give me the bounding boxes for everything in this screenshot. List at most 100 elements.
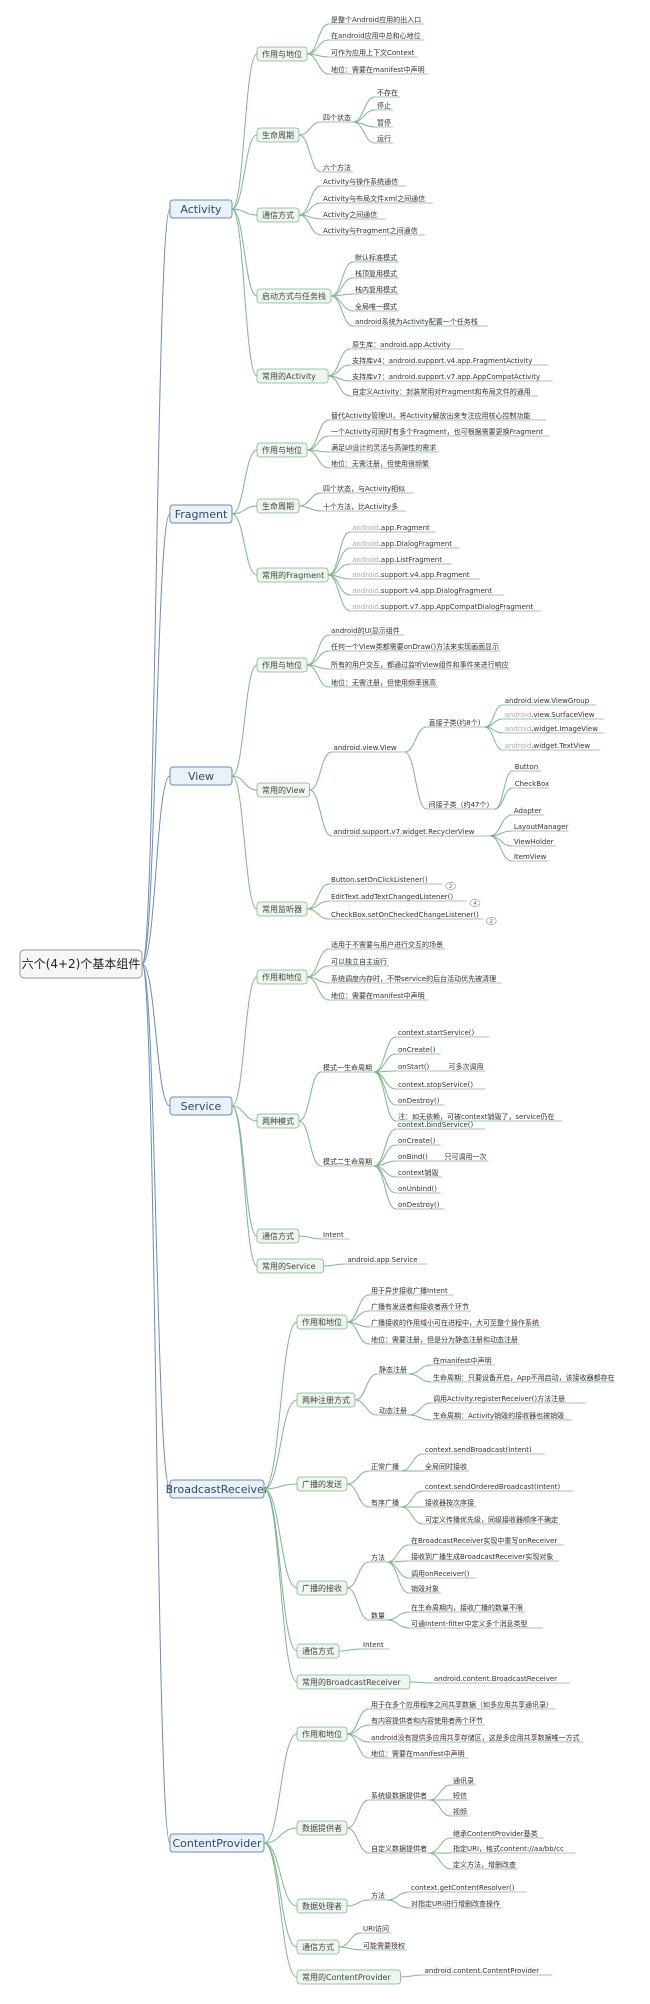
leaf-onbind: onBind() xyxy=(398,1153,428,1161)
connector xyxy=(231,134,258,210)
connector xyxy=(489,814,512,837)
branch-label: 启动方式与任务栈 xyxy=(262,291,326,301)
leaf-activity-registerreceiver: 调用Activity.registerReceiver()方法注册 xyxy=(433,1394,565,1403)
connector xyxy=(231,513,258,576)
connector xyxy=(328,375,351,397)
leaf-node: 视频 xyxy=(453,1807,467,1816)
connector xyxy=(400,1490,424,1508)
leaf-activity-fragment: Activity与Fragment之间通信 xyxy=(323,226,418,235)
connector xyxy=(352,121,376,144)
leaf-node: 模式一生命周期 xyxy=(323,1063,372,1072)
leaf-android-widget-imageview: android.widget.ImageView xyxy=(505,725,598,733)
leaf-node: 运行 xyxy=(377,134,391,143)
connector xyxy=(330,261,354,297)
leaf-oncreate: onCreate() xyxy=(398,1046,436,1054)
connector xyxy=(263,1733,298,1844)
branch-label: 常用的Service xyxy=(262,1261,316,1271)
branch-label: 两种注册方式 xyxy=(302,1395,350,1405)
leaf-android-content-contentprovider: android.content.ContentProvider xyxy=(425,1967,540,1975)
leaf-node: 系统级数据提供者 xyxy=(371,1791,427,1800)
leaf-broadcastreceiver: 接收到广播生成BroadcastReceiver实现对象 xyxy=(411,1552,553,1561)
leaf-activity: 生命周期：Activity销毁的接收器也被销毁 xyxy=(433,1411,564,1420)
leaf-node: 六个方法 xyxy=(323,163,351,172)
connector xyxy=(231,208,258,377)
connector xyxy=(298,505,322,512)
branch-label: 常用的ContentProvider xyxy=(302,1972,391,1982)
leaf-node: 有内容提供者和内容使用者两个环节 xyxy=(371,1716,483,1725)
connector xyxy=(400,1453,424,1472)
connector xyxy=(306,948,330,978)
root-label: 六个(4+2)个基本组件 xyxy=(22,957,141,971)
connector xyxy=(298,1120,322,1167)
connector xyxy=(231,53,258,210)
leaf-node: 可定义传播优先级，同级接收器顺序不确定 xyxy=(425,1515,558,1524)
leaf-android-support-v7-app-appcompatdialogfr: android.support.v7.app.AppCompatDialogFr… xyxy=(352,603,533,611)
connector xyxy=(231,976,258,1107)
connector xyxy=(231,208,258,297)
branch-label: 两种模式 xyxy=(262,1116,294,1126)
connector xyxy=(373,1071,397,1090)
connector xyxy=(484,704,503,728)
connector xyxy=(306,23,330,55)
connector xyxy=(263,1488,298,1652)
connector xyxy=(386,1619,410,1629)
count-badge-text: 2 xyxy=(490,919,493,925)
connector xyxy=(141,775,171,965)
leaf-node: 地位：无需注册，但使用很频繁 xyxy=(331,459,429,468)
connector xyxy=(330,295,354,327)
leaf-context-startservice: context.startService() xyxy=(398,1029,475,1037)
connector xyxy=(328,364,351,377)
leaf-node: 不存在 xyxy=(377,88,398,97)
connector xyxy=(352,96,376,123)
connector xyxy=(306,976,330,1001)
leaf-node: 暂停 xyxy=(377,118,391,127)
leaf-manifest: 在manifest中声明 xyxy=(433,1356,492,1365)
leaf-node: 适用于不需要与用户进行交互的场景 xyxy=(331,940,443,949)
leaf-viewholder: ViewHolder xyxy=(514,838,554,846)
leaf-context-sendorderedbroadcast-intent: context.sendOrderedBroadcast(Intent) xyxy=(425,1483,560,1491)
connector xyxy=(346,1310,370,1323)
connector xyxy=(231,449,258,515)
connector xyxy=(231,664,258,777)
leaf-android-app-listfragment: android.app.ListFragment xyxy=(352,556,442,564)
connector xyxy=(263,1483,298,1490)
leaf-android: 是整个Android应用的出入口 xyxy=(331,15,421,24)
connector xyxy=(263,1842,298,1978)
leaf-ondestroy: onDestroy() xyxy=(398,1097,440,1105)
branch-label: 常用的Fragment xyxy=(262,570,324,580)
branch-label: 作用和地位 xyxy=(302,1317,342,1327)
connector xyxy=(306,650,330,666)
leaf-android-app-fragment: android.app.Fragment xyxy=(352,524,430,532)
leaf-checkbox: CheckBox xyxy=(515,780,550,788)
leaf-note: 可多次调用 xyxy=(449,1062,484,1071)
leaf-onreceiver: 调用onReceiver() xyxy=(411,1569,470,1578)
connector xyxy=(328,348,351,377)
connector xyxy=(404,726,427,753)
connector xyxy=(346,1587,370,1621)
leaf-checkbox-setoncheckedchangelistener: CheckBox.setOnCheckedChangeListener() xyxy=(331,911,479,919)
topic-label: View xyxy=(188,770,214,783)
connector xyxy=(327,531,351,576)
leaf-android-app-dialogfragment: android.app.DialogFragment xyxy=(352,540,452,548)
leaf-activity: 十个方法，比Activity多 xyxy=(323,502,398,511)
connector xyxy=(231,775,258,910)
connector xyxy=(306,449,330,469)
leaf-intent: Intent xyxy=(323,1231,344,1239)
connector xyxy=(408,1364,432,1375)
branch-label: 常用的View xyxy=(262,785,305,795)
connector xyxy=(386,1561,410,1579)
connector xyxy=(330,295,354,312)
leaf-android-content-broadcastreceiver: android.content.BroadcastReceiver xyxy=(434,1675,557,1683)
leaf-edittext-addtextchangedlistener: EditText.addTextChangedListener() xyxy=(331,893,453,901)
connector xyxy=(263,1321,298,1490)
leaf-node: 静态注册 xyxy=(379,1365,407,1374)
branch-label: 作用与地位 xyxy=(262,660,302,670)
connector xyxy=(494,787,513,810)
leaf-node: 地位：需要注册，但是分为静态注册和动态注册 xyxy=(371,1335,518,1344)
leaf-node: 全局唯一模式 xyxy=(355,302,397,311)
connector xyxy=(306,435,330,451)
leaf-android-support-v4-app-dialogfragment: android.support.v4.app.DialogFragment xyxy=(352,587,492,595)
leaf-node: 自定义数据提供者 xyxy=(371,1844,427,1853)
count-badge-text: 4 xyxy=(473,901,476,907)
